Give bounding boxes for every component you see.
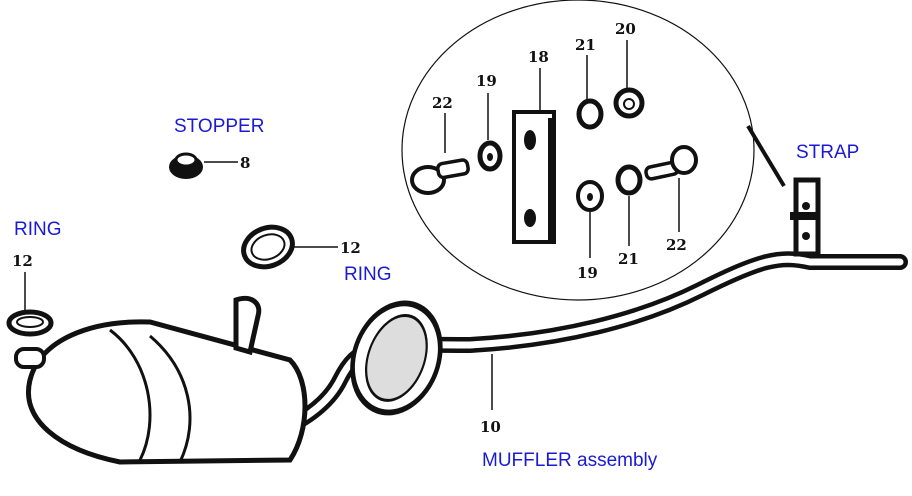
muffler-body: 10	[14, 295, 501, 465]
exhaust-pipe	[182, 251, 908, 463]
inset-bolt-left: 22	[410, 94, 470, 195]
part-number-12-left: 12	[12, 252, 33, 270]
ring-left-part: 12	[6, 252, 54, 337]
part-number-20: 20	[615, 20, 636, 38]
part-number-10: 10	[480, 418, 501, 436]
inset-washer-bottom: 19	[576, 180, 604, 282]
label-muffler-assembly: MUFFLER assembly	[482, 450, 658, 471]
inset-washer-left: 19	[476, 72, 503, 172]
inset-leader-line	[746, 124, 786, 188]
label-ring-center: RING	[344, 264, 392, 285]
inset-bolt-right: 22	[644, 145, 698, 254]
ring-center-part: 12	[241, 224, 361, 270]
part-number-12-center: 12	[340, 239, 361, 257]
part-number-19-top: 19	[476, 72, 497, 90]
inset-nut: 20	[613, 20, 645, 119]
part-number-21-top: 21	[575, 36, 596, 54]
strap-bracket	[790, 177, 821, 257]
stopper-part: 8	[169, 152, 250, 179]
part-number-22-right: 22	[666, 236, 687, 254]
part-number-18: 18	[528, 48, 549, 66]
inset-lockwasher-bottom: 21	[615, 164, 643, 268]
part-number-22-left: 22	[432, 94, 453, 112]
strap-detail-inset	[401, 0, 755, 301]
inset-plate: 18	[512, 48, 556, 244]
inset-lockwasher-top: 21	[575, 36, 604, 130]
label-stopper: STOPPER	[174, 116, 265, 137]
part-number-21-bottom: 21	[618, 250, 639, 268]
part-number-8: 8	[240, 154, 250, 172]
part-number-19-bottom: 19	[577, 264, 598, 282]
label-strap: STRAP	[796, 142, 860, 163]
label-ring-left: RING	[14, 219, 62, 240]
